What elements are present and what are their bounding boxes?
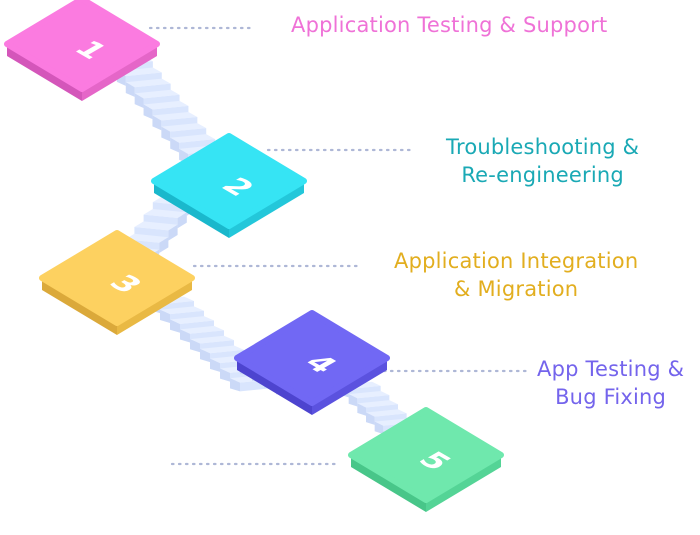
stairs-3-4-tread — [180, 325, 224, 334]
stairs-3-4-side — [200, 348, 210, 363]
step-tile-3-top — [39, 230, 195, 326]
stairs-1-2-tread — [116, 67, 162, 77]
stairs-2-3-tread — [125, 233, 169, 243]
step-label-4-line-2: Bug Fixing — [555, 385, 667, 409]
stairs-4-5-side — [357, 403, 366, 416]
step-tile-3: 3 — [39, 230, 195, 335]
step-label-1: Application Testing & Support — [291, 11, 607, 39]
stairs-1-2-tread — [170, 134, 216, 143]
step-label-4: App Testing & Bug Fixing — [537, 355, 684, 411]
stairs-3-4-tread — [190, 335, 234, 344]
stairs-4-5-side — [348, 394, 358, 407]
stairs-3-4-tread — [170, 316, 214, 324]
step-tile-1: 1 — [4, 0, 160, 101]
stairs-4-5-side — [366, 412, 375, 425]
step-tile-4-top — [234, 310, 390, 406]
stairs-2-3-side — [168, 224, 178, 241]
stairs-4-5-side — [374, 421, 384, 435]
step-label-1-line-1: Application Testing & Support — [291, 13, 608, 37]
stairs-3-4-side — [230, 378, 240, 392]
stairs-1-2-tread — [161, 123, 207, 132]
step-tile-5: 5 — [348, 407, 504, 512]
step-tile-2-top — [151, 133, 307, 229]
stairs-4-5-tread — [348, 390, 390, 399]
stairs-1-2-side — [152, 115, 162, 131]
stairs-3-4-side — [160, 309, 170, 323]
step-label-2: Troubleshooting & Re-engineering — [446, 133, 639, 189]
stairs-4-5-tread — [366, 409, 407, 417]
stairs-2-3-tread — [143, 209, 187, 218]
stairs-3-4-side — [220, 368, 230, 382]
step-label-4-line-1: App Testing & — [537, 357, 685, 381]
stairs-1-2-tread — [143, 100, 189, 110]
step-label-3: Application Integration & Migration — [394, 247, 638, 303]
dotted-connectors — [148, 26, 532, 466]
stairs-1-2-tread — [125, 78, 171, 88]
stairs-1-2-tread — [152, 111, 198, 121]
stairs-3-4-side — [210, 358, 220, 372]
stairs-2-3-side — [177, 212, 187, 229]
stairs-3-4-side — [190, 339, 200, 353]
stairs-1-2-side — [125, 82, 135, 97]
step-label-2-line-2: Re-engineering — [461, 163, 624, 187]
step-label-2-line-1: Troubleshooting & — [446, 135, 640, 159]
step-tile-2: 2 — [151, 133, 307, 238]
stairs-1-2-side — [134, 93, 144, 109]
stairs-4-5-tread — [357, 400, 398, 408]
stairs-1-2-tread — [134, 89, 180, 99]
stairs-2-3-tread — [134, 221, 178, 231]
step-tile-1-top — [4, 0, 160, 92]
step-tile-5-top — [348, 407, 504, 503]
stairs-3-4-tread — [200, 345, 244, 354]
stairs-1-2-side — [143, 104, 153, 120]
stairs-3-4-side — [170, 319, 180, 333]
step-label-3-line-1: Application Integration — [394, 249, 639, 273]
stairs-1-2-side — [161, 126, 171, 142]
step-tile-4: 4 — [234, 310, 390, 415]
step-label-3-line-2: & Migration — [454, 277, 579, 301]
stairs-1-2-side — [170, 137, 180, 153]
stairs-3-4-tread — [160, 306, 204, 315]
stairs-2-3-side — [159, 237, 169, 253]
stairs-3-4-side — [180, 329, 190, 343]
